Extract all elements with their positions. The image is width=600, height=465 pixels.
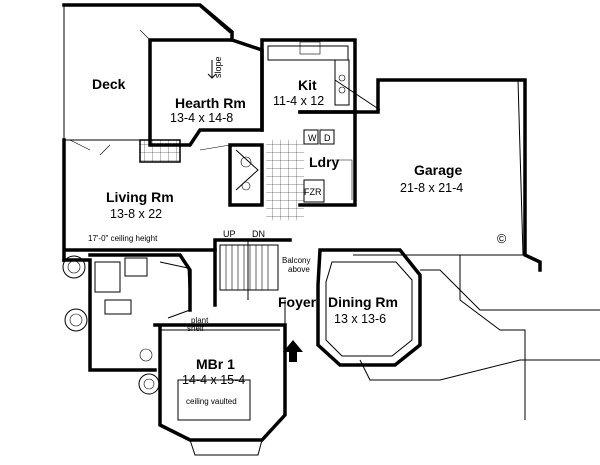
deck-label: Deck — [92, 76, 126, 92]
living-room-ceiling-note: 17'-0" ceiling height — [88, 234, 158, 243]
laundry-label: Ldry — [309, 154, 340, 170]
kitchen-label: Kit — [298, 77, 317, 93]
dining-room-size: 13 x 13-6 — [334, 312, 386, 326]
hearth-room-area — [139, 38, 264, 163]
master-suite-area — [62, 253, 192, 372]
dining-room-label: Dining Rm — [328, 294, 398, 310]
freezer-label: FZR — [304, 187, 322, 197]
garage-size: 21-8 x 21-4 — [400, 181, 463, 195]
hearth-room-label: Hearth Rm — [175, 95, 246, 111]
hearth-room-size: 13-4 x 14-8 — [170, 111, 233, 125]
washer-label: W — [308, 133, 317, 143]
dining-area — [283, 248, 600, 420]
hall-bath-area — [228, 140, 304, 220]
slope-label: slope — [213, 56, 223, 78]
living-room-label: Living Rm — [106, 189, 174, 205]
hearth-tile — [139, 139, 181, 163]
deck-area — [62, 3, 234, 156]
plant-shelf-label-2: shelf — [187, 324, 205, 333]
master-bedroom-size: 14-4 x 15-4 — [182, 373, 245, 387]
entry-arrow-icon — [283, 340, 303, 362]
plant-shelf-label: plant — [191, 316, 209, 325]
living-room-size: 13-8 x 22 — [110, 207, 162, 221]
copyright-mark: © — [497, 232, 507, 246]
dryer-label: D — [324, 133, 331, 143]
balcony-above-label: above — [288, 265, 310, 274]
stair-area — [213, 238, 292, 307]
master-bedroom-ceiling-note: ceiling vaulted — [186, 397, 237, 406]
master-bedroom-label: MBr 1 — [196, 356, 235, 372]
stair-up-label: UP — [223, 229, 236, 239]
laundry-area — [298, 110, 357, 207]
mbr-area — [153, 323, 287, 456]
balcony-label: Balcony — [282, 256, 310, 265]
landscape-shrubs — [62, 255, 160, 395]
foyer-label: Foyer — [278, 294, 317, 310]
stair-down-label: DN — [252, 229, 265, 239]
garage-label: Garage — [414, 162, 462, 178]
kitchen-size: 11-4 x 12 — [273, 94, 324, 108]
